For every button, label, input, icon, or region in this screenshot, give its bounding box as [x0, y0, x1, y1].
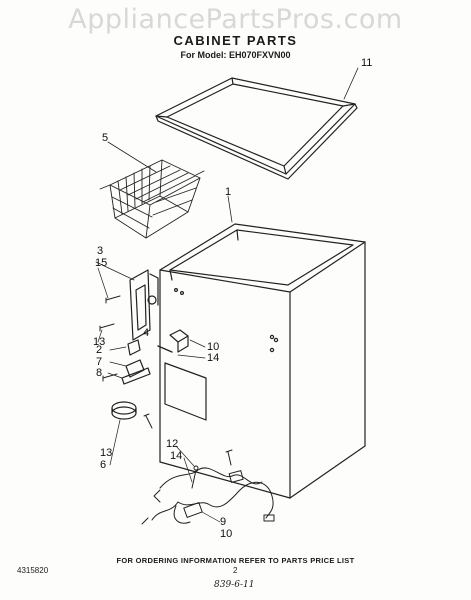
callout-10-upper: 10 — [207, 341, 220, 353]
ordering-note: FOR ORDERING INFORMATION REFER TO PARTS … — [116, 556, 355, 565]
callout-12: 12 — [166, 438, 179, 450]
diagram-title: CABINET PARTS — [173, 33, 298, 48]
callout-5: 5 — [102, 132, 109, 144]
electrical-box — [157, 329, 206, 359]
callout-11: 11 — [361, 57, 373, 69]
callout-8: 8 — [96, 367, 103, 379]
callout-1: 1 — [225, 186, 232, 198]
callout-9: 9 — [220, 516, 227, 528]
lid-gasket — [155, 67, 359, 180]
document-number: 4315820 — [17, 566, 49, 575]
wiring-harness — [141, 445, 275, 525]
callout-14-upper: 14 — [207, 352, 220, 364]
model-subtitle: For Model: EH070FXVN00 — [180, 50, 291, 60]
wire-basket — [99, 141, 205, 239]
callout-14-lower: 14 — [170, 450, 183, 462]
control-bracket — [107, 339, 151, 385]
callout-7: 7 — [96, 356, 103, 368]
callout-15: 15 — [95, 257, 108, 269]
callout-10-lower: 10 — [220, 528, 233, 540]
freezer-cabinet — [159, 195, 366, 499]
lid-hinge — [95, 261, 159, 341]
watermark: AppliancePartsPros.com — [68, 4, 403, 35]
clamp-ring — [109, 401, 137, 466]
page-number: 2 — [233, 566, 238, 575]
screws — [97, 267, 233, 466]
callout-13-lower: 13 — [100, 447, 113, 459]
callout-6: 6 — [100, 459, 107, 471]
callout-13-upper: 13 — [93, 336, 106, 348]
callout-2: 2 — [96, 344, 103, 356]
handwritten-note: 839-6-11 — [214, 580, 255, 590]
callout-3: 3 — [97, 245, 104, 257]
callout-4: 4 — [143, 327, 150, 339]
